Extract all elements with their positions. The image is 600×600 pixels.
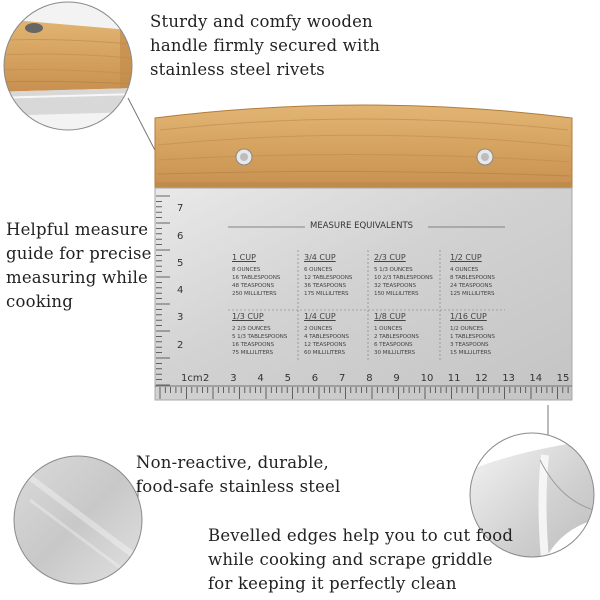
ruler-number: 1cm xyxy=(181,373,203,384)
caption-line: Bevelled edges help you to cut food xyxy=(208,526,514,545)
cup-label: 2/3 CUP xyxy=(374,253,406,262)
ruler-number: 13 xyxy=(502,373,515,384)
steel-caption: Non-reactive, durable, food-safe stainle… xyxy=(136,451,341,499)
equivalent-line: 36 TEASPOONS xyxy=(304,283,346,289)
equivalent-line: 5 1/3 OUNCES xyxy=(374,267,413,273)
cup-label: 1/16 CUP xyxy=(450,312,487,321)
equivalent-line: 1/2 OUNCES xyxy=(450,326,484,332)
equivalent-line: 48 TEASPOONS xyxy=(232,283,274,289)
ruler-number: 12 xyxy=(475,373,488,384)
vertical-ruler-number: 6 xyxy=(177,231,184,242)
equivalent-line: 250 MILLILITERS xyxy=(232,291,277,297)
equivalent-line: 6 TEASPOONS xyxy=(374,342,413,348)
equivalent-line: 6 OUNCES xyxy=(304,267,333,273)
ruler-number: 7 xyxy=(339,373,346,384)
caption-line: cooking xyxy=(6,292,73,311)
scraper-handle xyxy=(154,104,573,189)
ruler-number: 9 xyxy=(393,373,400,384)
vertical-ruler-number: 7 xyxy=(177,203,184,214)
vertical-ruler-ticks xyxy=(156,195,170,386)
ruler-number: 6 xyxy=(311,373,319,384)
edge-closeup-image xyxy=(470,433,594,557)
equivalent-line: 30 MILLILITERS xyxy=(374,350,416,356)
equivalent-line: 75 MILLILITERS xyxy=(232,350,274,356)
measure-cell: 3/4 CUP 6 OUNCES 12 TABLESPOONS 36 TEASPOON… xyxy=(304,253,352,298)
equivalent-line: 12 TEASPOONS xyxy=(304,342,346,348)
caption-line: measuring while xyxy=(6,268,149,287)
ruler-number: 11 xyxy=(447,373,461,384)
caption-line: while cooking and scrape griddle xyxy=(208,550,493,569)
ruler-number: 14 xyxy=(529,373,543,384)
ruler-number: 15 xyxy=(556,373,570,384)
caption-line: Non-reactive, durable, xyxy=(136,453,329,472)
measure-cell: 1 CUP 8 OUNCES 16 TABLESPOONS 48 TEASPOONS 2… xyxy=(232,253,280,298)
equivalent-line: 2 OUNCES xyxy=(304,326,333,332)
handle-closeup-border xyxy=(3,1,133,131)
handle-closeup-image xyxy=(4,2,132,130)
ruler-number: 4 xyxy=(257,373,264,384)
cup-label: 3/4 CUP xyxy=(304,253,336,262)
vertical-ruler-number: 3 xyxy=(177,312,184,323)
cup-label: 1/2 CUP xyxy=(450,253,482,262)
equivalent-line: 4 OUNCES xyxy=(450,267,479,273)
equivalent-line: 32 TEASPOONS xyxy=(374,283,416,289)
measure-cell: 1/16 CUP 1/2 OUNCES 1 TABLESPOONS 3 TEASPOO… xyxy=(450,312,495,357)
measure-cell: 1/4 CUP 2 OUNCES 4 TABLESPOONS 12 TEASPOONS… xyxy=(304,312,349,357)
handle-caption: Sturdy and comfy wooden handle firmly se… xyxy=(150,10,380,82)
equivalent-line: 2 TABLESPOONS xyxy=(374,334,419,340)
measure-table-title: MEASURE EQUIVALENTS xyxy=(310,221,414,231)
equivalent-line: 24 TEASPOONS xyxy=(450,283,492,289)
ruler-ticks xyxy=(159,387,569,399)
measure-cell: 1/3 CUP 2 2/3 OUNCES 5 1/3 TABLESPOONS 16 T… xyxy=(232,312,287,357)
vertical-ruler-number: 4 xyxy=(177,285,184,296)
ruler-number: 2 xyxy=(203,373,210,384)
ruler-number: 10 xyxy=(420,373,434,384)
measure-caption: Helpful measure guide for precise measur… xyxy=(6,218,152,314)
equivalent-line: 8 OUNCES xyxy=(232,267,261,273)
measure-cell: 2/3 CUP 5 1/3 OUNCES 10 2/3 TABLESPOONS 32 … xyxy=(374,253,433,298)
cup-label: 1/4 CUP xyxy=(304,312,336,321)
vertical-ruler-number: 5 xyxy=(177,258,184,269)
cup-label: 1 CUP xyxy=(232,253,256,262)
equivalent-line: 16 TEASPOONS xyxy=(232,342,274,348)
equivalent-line: 4 TABLESPOONS xyxy=(304,334,349,340)
equivalent-line: 60 MILLILITERS xyxy=(304,350,346,356)
caption-line: Sturdy and comfy wooden xyxy=(150,12,373,31)
scraper-blade xyxy=(154,187,573,401)
ruler-number: 3 xyxy=(230,373,237,384)
equivalent-line: 16 TABLESPOONS xyxy=(232,275,281,281)
equivalent-line: 125 MILLILITERS xyxy=(450,291,495,297)
equivalent-line: 15 MILLILITERS xyxy=(450,350,492,356)
cup-label: 1/3 CUP xyxy=(232,312,264,321)
measure-cell: 1/2 CUP 4 OUNCES 8 TABLESPOONS 24 TEASPOONS… xyxy=(450,253,495,298)
caption-line: guide for precise xyxy=(6,244,152,263)
edge-closeup-border xyxy=(469,432,595,558)
equivalent-line: 1 OUNCES xyxy=(374,326,403,332)
measure-cell: 1/8 CUP 1 OUNCES 2 TABLESPOONS 6 TEASPOONS 3… xyxy=(374,312,419,357)
ruler-number: 5 xyxy=(284,373,291,384)
steel-closeup-image xyxy=(14,456,142,584)
vertical-ruler-number: 2 xyxy=(177,340,184,351)
equivalent-line: 5 1/3 TABLESPOONS xyxy=(232,334,288,340)
steel-closeup-border xyxy=(13,455,143,585)
equivalent-line: 175 MILLILITERS xyxy=(304,291,349,297)
cup-label: 1/8 CUP xyxy=(374,312,406,321)
edges-caption: Bevelled edges help you to cut food whil… xyxy=(208,524,513,596)
equivalent-line: 1 TABLESPOONS xyxy=(450,334,495,340)
equivalent-line: 10 2/3 TABLESPOONS xyxy=(374,275,433,281)
caption-line: for keeping it perfectly clean xyxy=(208,574,457,593)
caption-line: handle firmly secured with xyxy=(150,36,381,55)
caption-line: food-safe stainless steel xyxy=(136,477,341,496)
equivalent-line: 3 TEASPOONS xyxy=(450,342,489,348)
equivalent-line: 8 TABLESPOONS xyxy=(450,275,495,281)
caption-line: Helpful measure xyxy=(6,220,149,239)
equivalent-line: 150 MILLILITERS xyxy=(374,291,419,297)
equivalent-line: 2 2/3 OUNCES xyxy=(232,326,271,332)
equivalent-line: 12 TABLESPOONS xyxy=(304,275,353,281)
caption-line: stainless steel rivets xyxy=(150,60,325,79)
ruler-number: 8 xyxy=(366,373,373,384)
